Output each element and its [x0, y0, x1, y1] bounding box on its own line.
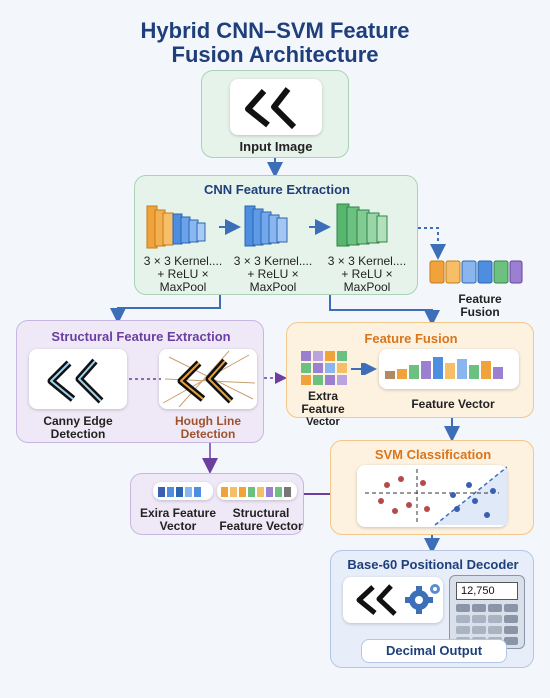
canny-label-1: Canny Edge	[43, 414, 113, 428]
cnn-pool-2: MaxPool	[249, 280, 297, 294]
structural-vector-strip	[217, 482, 297, 500]
feature-vector-card	[379, 349, 519, 389]
glyph-gear-icon	[356, 584, 440, 616]
structural-title: Structural Feature Extraction	[51, 329, 231, 344]
vectors-panel: Exira Feature Vector Structural Feature …	[130, 473, 304, 535]
feature-fusion-panel: Feature Fusion Extra Feature Vector Feat…	[286, 322, 534, 428]
canny-label-2: Detection	[50, 427, 106, 441]
cnn-pool-1: MaxPool	[159, 280, 207, 294]
svm-plot-card	[357, 465, 508, 527]
conv-block-1	[146, 205, 206, 249]
feature-vector-bars-icon	[385, 357, 503, 379]
cnn-layer-blocks	[146, 203, 388, 249]
canny-card	[29, 349, 127, 409]
extra-vector-bars-icon	[158, 487, 201, 497]
diagram-title-line2: Fusion Architecture	[171, 42, 379, 67]
cnn-act-2: + ReLU ×	[247, 267, 299, 281]
input-glyph-card	[230, 79, 322, 135]
hough-label-2: Detection	[180, 427, 236, 441]
cuneiform-glyph-icon	[245, 87, 297, 130]
structural-vector-bars-icon	[221, 487, 291, 497]
feature-fusion-title: Feature Fusion	[364, 331, 458, 346]
decoder-glyph-card	[343, 577, 443, 623]
feature-fusion-side-label-2: Fusion	[460, 305, 500, 319]
diagram-title-line1: Hybrid CNN–SVM Feature	[140, 18, 410, 43]
extra-vector-strip	[153, 482, 213, 500]
calculator-icon: 12,750	[449, 575, 525, 649]
cnn-pool-3: MaxPool	[343, 280, 391, 294]
decoder-title: Base-60 Positional Decoder	[347, 557, 519, 572]
dotted-link	[129, 378, 161, 380]
structural-panel: Structural Feature Extraction Canny Edge…	[16, 320, 264, 443]
feature-fusion-side-label-1: Feature	[458, 292, 502, 306]
decoder-panel: Base-60 Positional Decoder 12,750 Decima…	[330, 550, 534, 668]
svm-panel: SVM Classification	[330, 440, 534, 535]
cnn-kernel-1: 3 × 3 Kernel....	[143, 254, 223, 268]
extra-feature-label-2: Feature	[301, 402, 345, 416]
hough-line-glyph-icon	[162, 350, 256, 408]
input-image-panel: Input Image	[201, 70, 349, 158]
cnn-kernel-3: 3 × 3 Kernel....	[327, 254, 407, 268]
extra-vector-label-1: Exira Feature	[139, 506, 217, 520]
cnn-act-1: + ReLU ×	[157, 267, 209, 281]
structural-vector-label-2: Feature Vector	[219, 519, 303, 533]
fusion-arrow	[351, 363, 377, 375]
hough-card	[159, 349, 257, 409]
conv-block-2	[244, 205, 288, 247]
extra-feature-grid-icon	[301, 351, 347, 385]
decimal-output-box: Decimal Output	[361, 639, 507, 663]
calculator-display: 12,750	[456, 582, 518, 600]
svm-scatter-icon	[365, 466, 508, 526]
conv-block-3	[336, 203, 388, 247]
svm-title: SVM Classification	[374, 447, 492, 462]
feature-vector-label: Feature Vector	[411, 397, 495, 411]
canny-edge-glyph-icon	[47, 358, 104, 404]
cnn-title: CNN Feature Extraction	[204, 182, 350, 197]
structural-vector-label-1: Structural	[232, 506, 290, 520]
extra-vector-label-2: Vector	[159, 519, 197, 533]
extra-feature-label-1: Extra	[307, 389, 339, 403]
extra-feature-label-3: Vector	[306, 416, 340, 428]
cnn-act-3: + ReLU ×	[341, 267, 393, 281]
cnn-panel: CNN Feature Extraction 3 × 3	[134, 175, 418, 295]
cnn-kernel-2: 3 × 3 Kernel....	[233, 254, 313, 268]
feature-vector-strip-icon	[429, 260, 523, 284]
hough-label-1: Hough Line	[175, 414, 241, 428]
input-image-label: Input Image	[239, 139, 313, 154]
